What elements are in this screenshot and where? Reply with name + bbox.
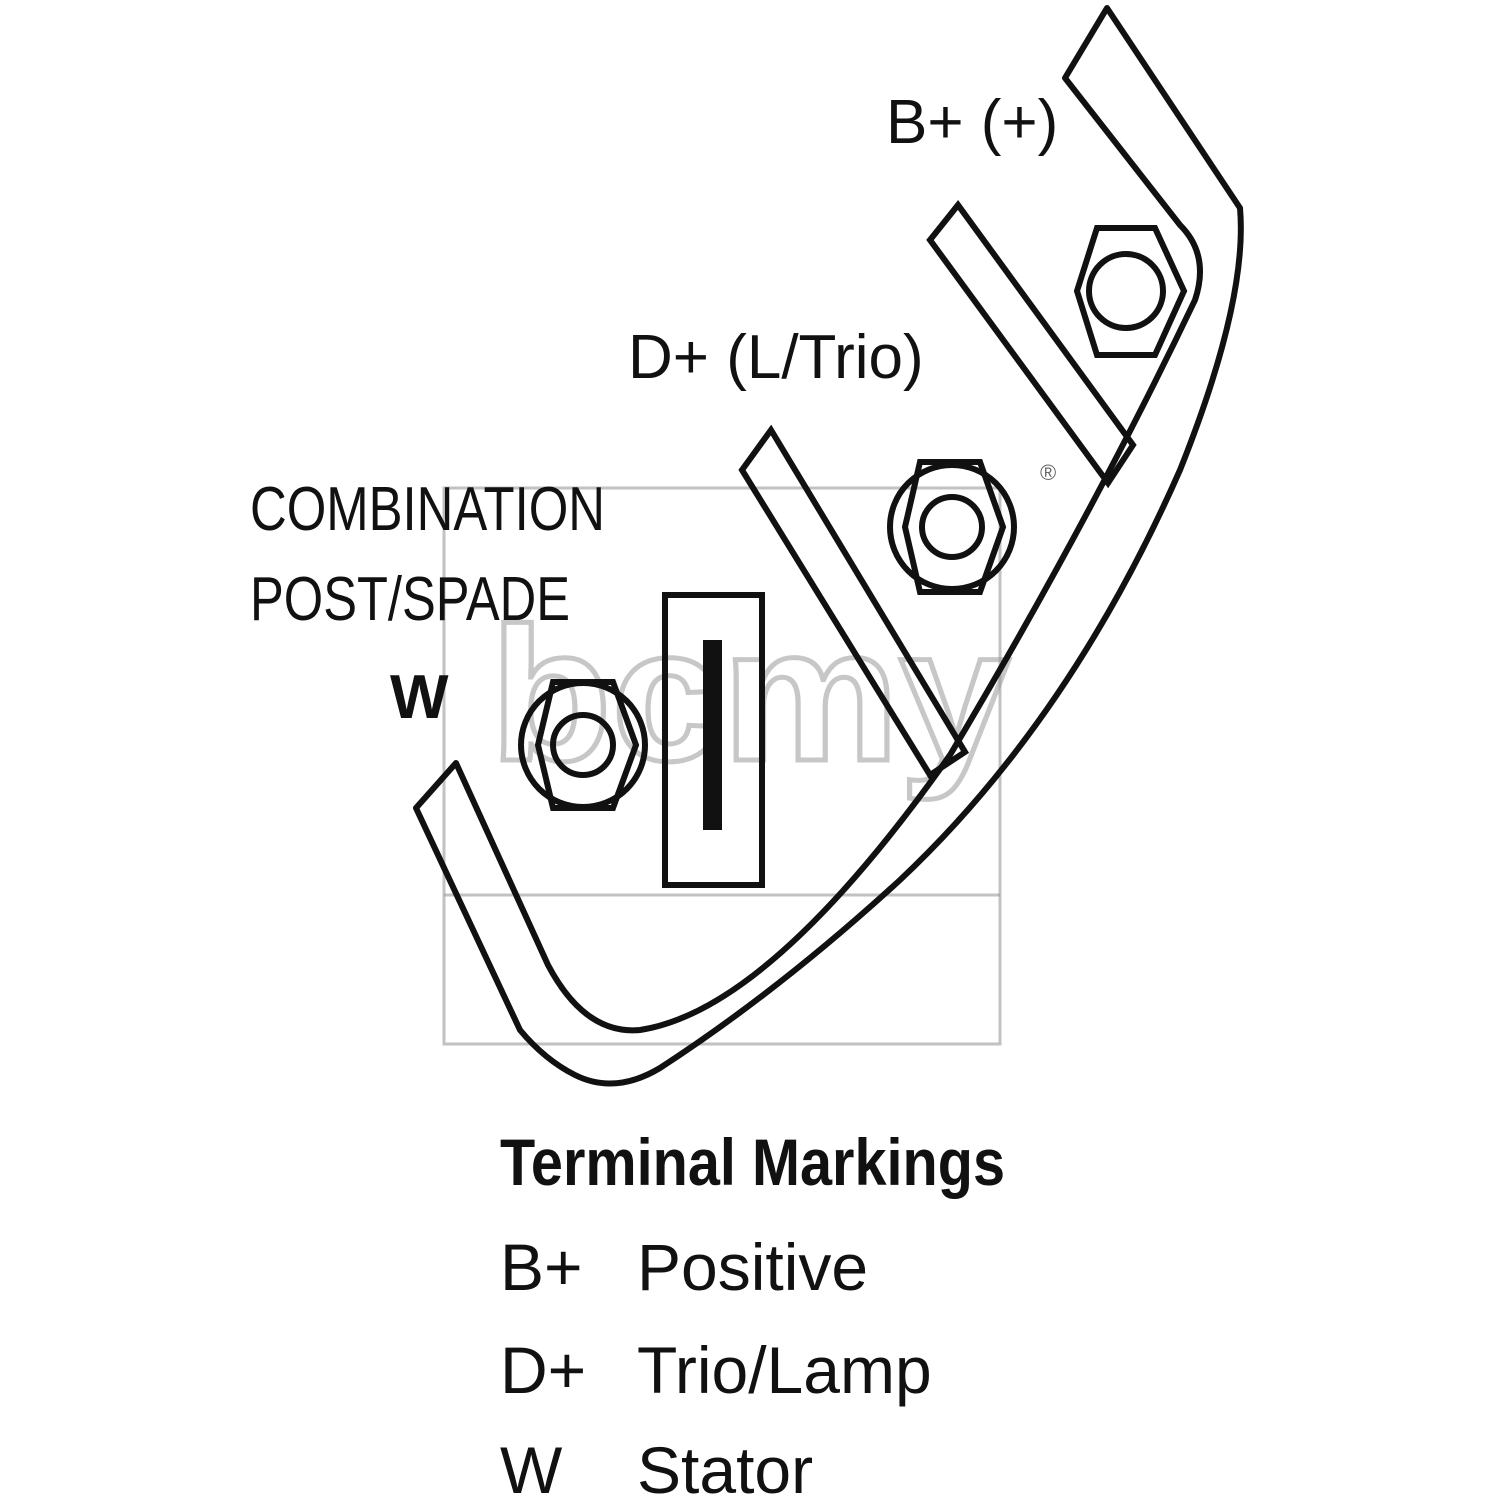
w-terminal (518, 679, 648, 811)
b-plus-stud (1086, 251, 1166, 331)
legend-code-w: W (500, 1433, 563, 1500)
d-plus-hex-nut (901, 459, 1007, 595)
d-plus-spade (738, 424, 970, 780)
d-plus-terminal (738, 424, 1017, 780)
combination-spade-blade (703, 640, 722, 830)
label-combination: COMBINATION (250, 475, 605, 544)
d-plus-stud (919, 494, 985, 560)
housing-outer-edge (413, 5, 1244, 1087)
w-hex-nut (534, 679, 640, 811)
legend-code-b-plus: B+ (500, 1230, 583, 1304)
b-plus-spade (926, 200, 1137, 489)
d-plus-washer (887, 462, 1017, 592)
label-w: W (390, 663, 449, 732)
label-post-spade: POST/SPADE (250, 565, 570, 634)
b-plus-hex-nut (1073, 225, 1188, 358)
legend-title: Terminal Markings (500, 1125, 1005, 1199)
legend-desc-stator: Stator (637, 1433, 813, 1500)
legend-desc-positive: Positive (637, 1230, 868, 1304)
terminal-markings-legend: Terminal Markings B+ Positive D+ Trio/La… (500, 1125, 1005, 1505)
w-stud (550, 712, 616, 778)
label-b-plus: B+ (+) (886, 88, 1058, 157)
terminal-housing (413, 5, 1244, 1087)
combination-spade-frame (662, 592, 765, 888)
registered-mark: ® (1040, 460, 1056, 485)
legend-code-d-plus: D+ (500, 1333, 586, 1407)
watermark-frame (442, 486, 1002, 1046)
b-plus-terminal (926, 200, 1188, 489)
label-d-plus: D+ (L/Trio) (628, 323, 924, 392)
legend-desc-trio-lamp: Trio/Lamp (637, 1333, 932, 1407)
combination-spade (662, 592, 765, 888)
